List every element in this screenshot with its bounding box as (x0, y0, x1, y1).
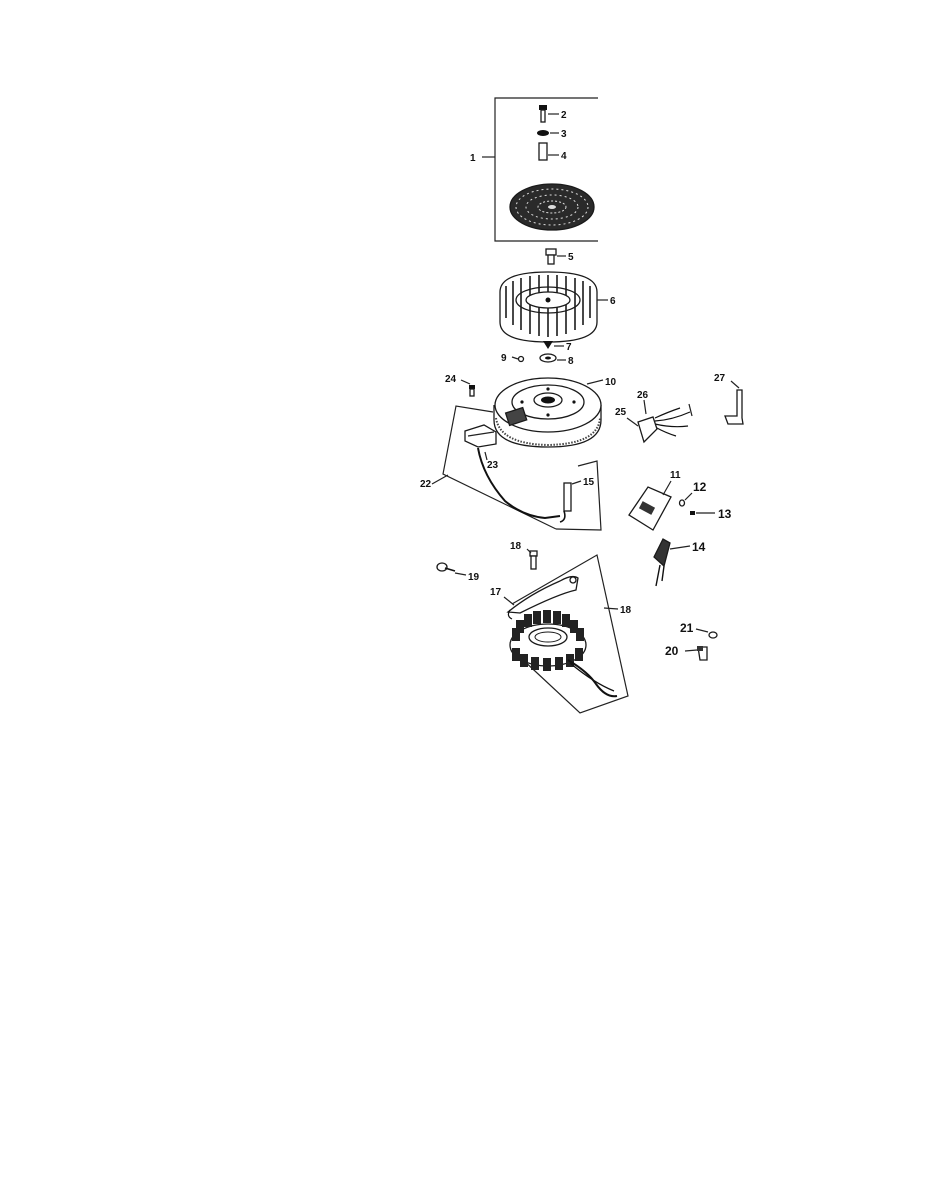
callout-1: 1 (470, 153, 476, 164)
part-15-spark-plug-lead (559, 480, 582, 523)
part-23-trigger-module (464, 424, 561, 520)
callout-15: 15 (583, 477, 595, 488)
part-2-screw (539, 105, 559, 123)
part-26-wire-harness (643, 399, 693, 437)
part-20-clip (684, 646, 708, 661)
part-21-washer (695, 628, 718, 639)
callout-18-stator: 18 (620, 605, 632, 616)
part-24-screw (460, 379, 475, 397)
part-6-fan (499, 271, 608, 343)
part-14-connector (653, 538, 691, 587)
kit-bracket (482, 97, 598, 242)
callout-23: 23 (487, 460, 499, 471)
part-13-screw (690, 511, 715, 515)
part-9-key (511, 355, 525, 363)
part-22-bracket (431, 405, 602, 531)
part-11-rectifier (628, 480, 672, 531)
part-10-flywheel (493, 377, 604, 448)
callout-13: 13 (718, 507, 732, 521)
part-1-screen-disc (509, 183, 595, 231)
callout-21: 21 (680, 621, 694, 635)
callout-26: 26 (637, 390, 649, 401)
callout-6: 6 (610, 296, 616, 307)
callout-14: 14 (692, 540, 706, 554)
callout-27: 27 (714, 373, 726, 384)
callout-20: 20 (665, 644, 679, 658)
part-4-spacer (538, 142, 559, 161)
part-7-screw (543, 341, 564, 349)
part-12-washer (678, 492, 693, 507)
callout-18-screw: 18 (510, 541, 522, 552)
part-18-screw (526, 548, 538, 570)
callout-5: 5 (568, 252, 574, 263)
part-3-washer (537, 130, 559, 136)
callout-10: 10 (605, 377, 617, 388)
part-19-clamp (436, 562, 467, 576)
callout-12: 12 (693, 480, 707, 494)
callout-3: 3 (561, 129, 567, 140)
part-5-bolt (545, 248, 566, 265)
callout-25: 25 (615, 407, 627, 418)
callout-24: 24 (445, 374, 457, 385)
part-18-stator-bracket (511, 554, 629, 714)
part-17-wire-clip (503, 575, 579, 620)
callout-9: 9 (501, 353, 507, 364)
callout-4: 4 (561, 151, 567, 162)
part-25-connector (626, 416, 658, 444)
callout-11: 11 (670, 470, 681, 481)
callout-19: 19 (468, 572, 480, 583)
callout-8: 8 (568, 356, 574, 367)
callout-22: 22 (420, 479, 432, 490)
callout-2: 2 (561, 110, 567, 121)
callout-labels: 1 2 3 4 5 6 7 8 9 10 11 12 13 14 15 17 1… (420, 110, 732, 658)
part-27-bracket (724, 380, 744, 425)
part-18-stator (509, 610, 618, 698)
callout-7: 7 (566, 342, 572, 353)
callout-17: 17 (490, 587, 502, 598)
part-8-washer (539, 353, 566, 363)
